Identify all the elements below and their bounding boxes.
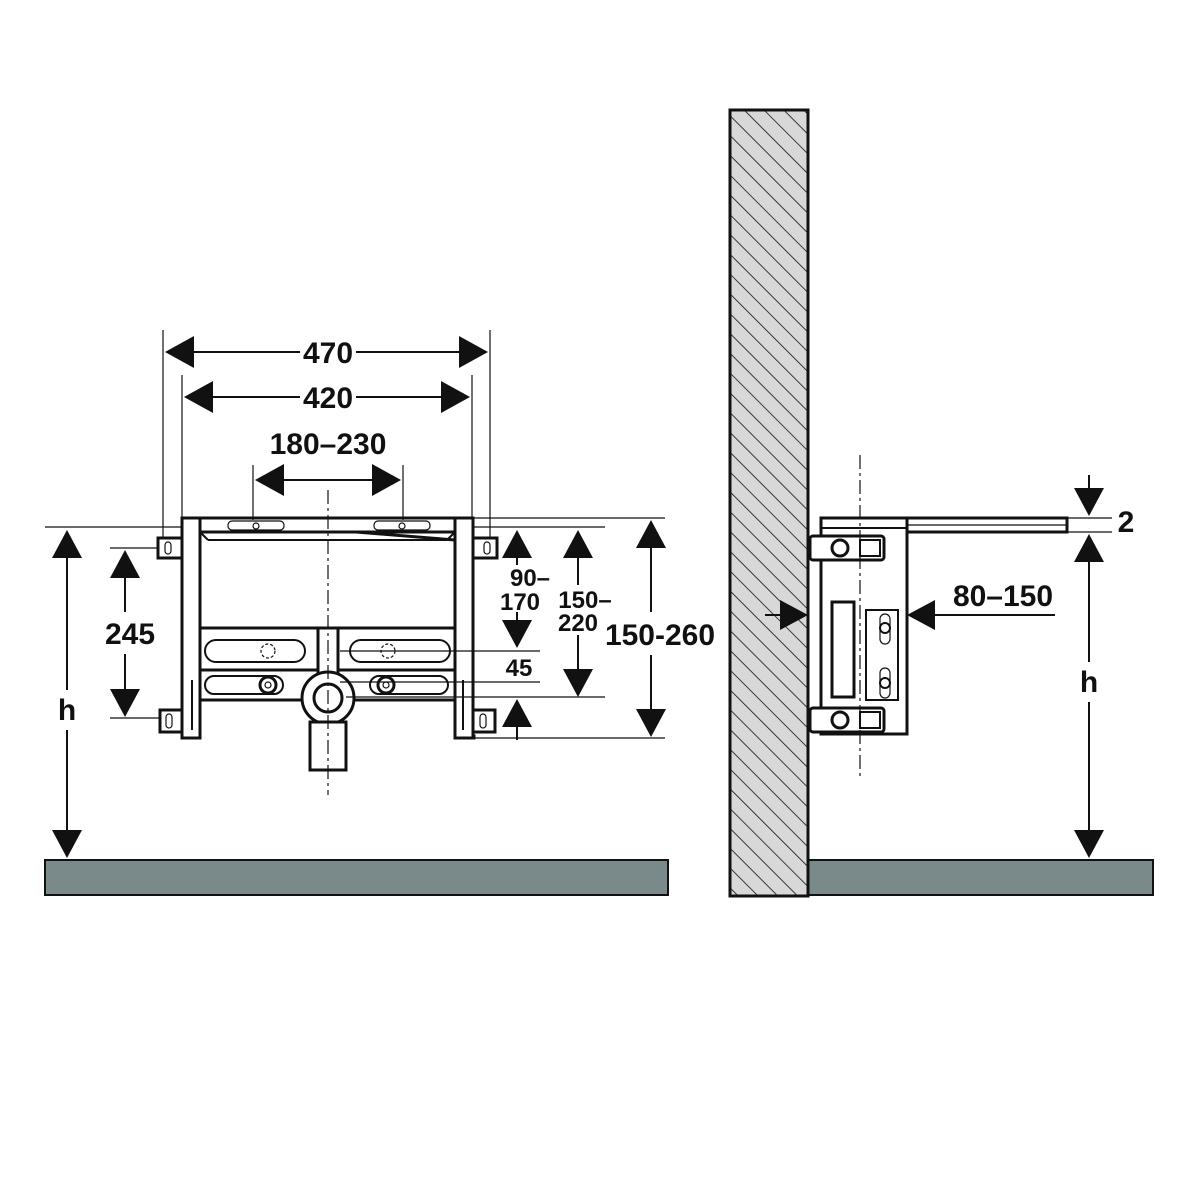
dim-45: 45 — [506, 655, 533, 682]
front-dimensions: 470 420 180–230 h 245 — [45, 330, 718, 858]
side-dimensions: 80–150 2 h — [765, 475, 1134, 858]
dim-220-label: 220 — [558, 610, 598, 637]
dim-420: 420 — [303, 382, 353, 415]
dim-h-side: h — [1080, 666, 1098, 699]
floor-right — [807, 859, 1154, 896]
dim-2: 2 — [1118, 506, 1135, 539]
dim-80-150: 80–150 — [953, 580, 1053, 613]
dim-90-label: 90– — [510, 565, 550, 592]
dim-h-front: h — [58, 694, 76, 727]
dim-150-label: 150– — [558, 587, 611, 614]
front-frame — [156, 490, 499, 795]
dim-150-260: 150-260 — [605, 619, 715, 652]
dim-245: 245 — [105, 618, 155, 651]
dim-180-230: 180–230 — [270, 428, 387, 461]
side-frame — [808, 455, 1069, 780]
floor-left — [44, 859, 669, 896]
dim-170-label: 170 — [500, 589, 540, 616]
wall-section — [728, 108, 810, 898]
dim-470: 470 — [303, 337, 353, 370]
